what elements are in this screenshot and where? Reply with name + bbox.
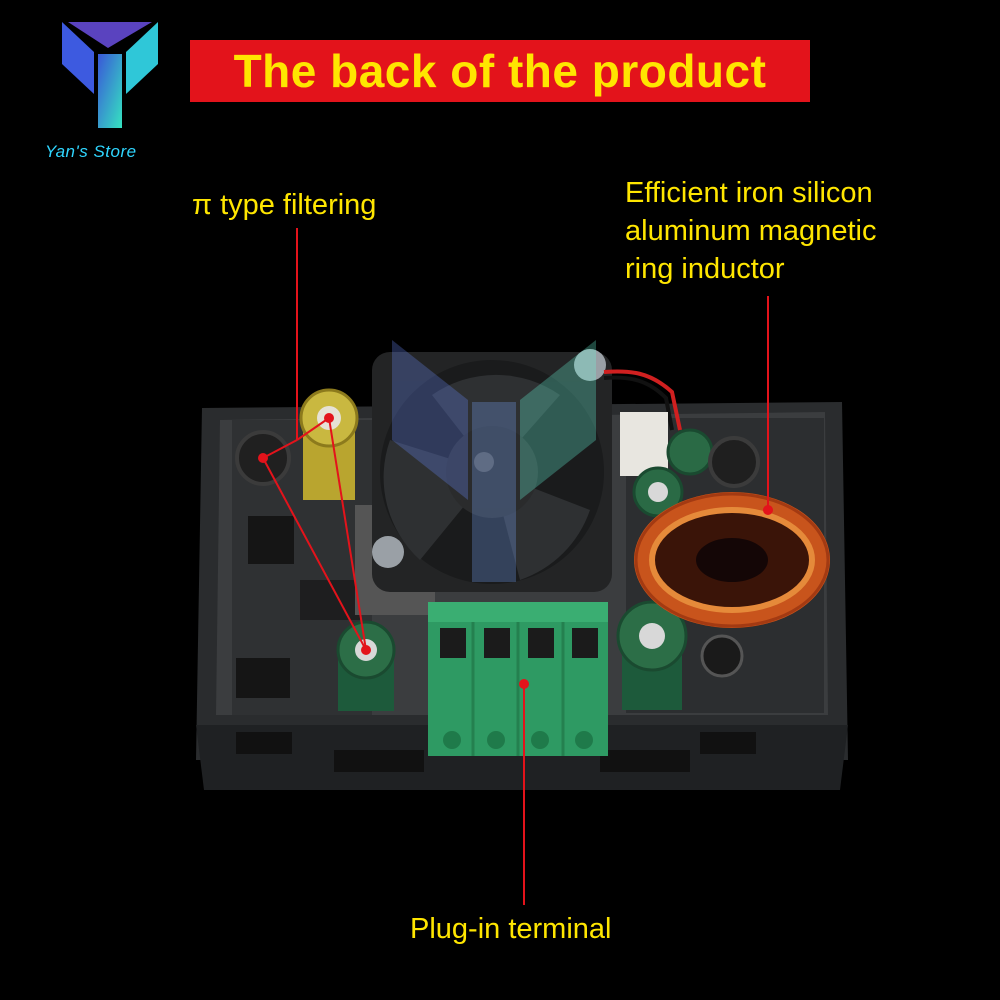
callout-inductor: Efficient iron silicon aluminum magnetic… <box>625 174 876 288</box>
title-banner: The back of the product <box>190 40 810 102</box>
callout-inductor-line-2: aluminum magnetic <box>625 215 877 247</box>
callout-pointers <box>262 228 769 905</box>
callout-inductor-line-3: ring inductor <box>625 253 785 285</box>
callout-dots <box>258 413 773 689</box>
callout-terminal: Plug-in terminal <box>410 913 612 945</box>
terminal-block <box>428 602 608 756</box>
yt-logo-icon <box>62 22 158 128</box>
capacitors <box>235 388 760 711</box>
watermark-logo <box>392 340 596 582</box>
page-title: The back of the product <box>233 45 767 97</box>
store-name: Yan's Store <box>45 142 137 161</box>
ring-inductor <box>634 492 830 628</box>
cooling-fan <box>355 349 682 615</box>
callout-filtering: π type filtering <box>192 189 377 221</box>
callout-inductor-line-1: Efficient iron silicon <box>625 177 873 209</box>
